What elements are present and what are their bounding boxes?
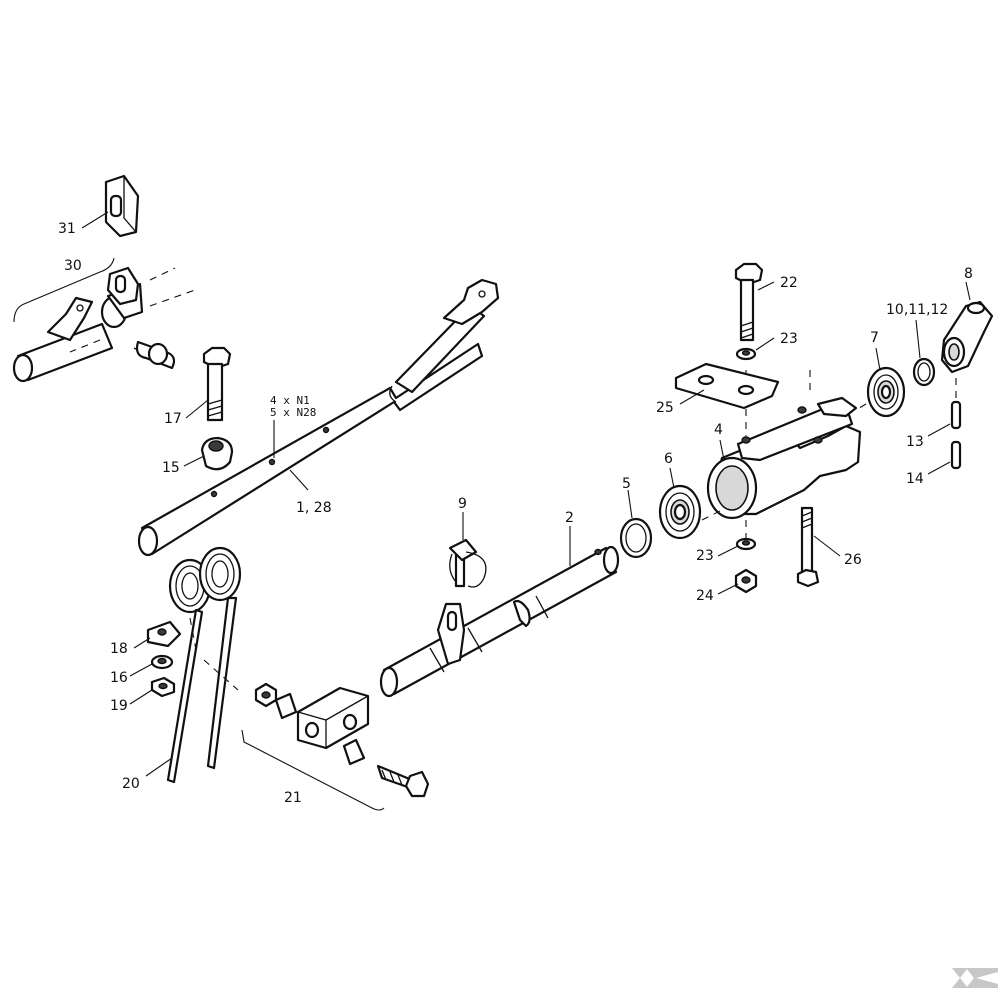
- label-1-28: 1, 28: [296, 500, 332, 516]
- part-1-28-main-pipe[interactable]: [137, 278, 500, 557]
- label-19: 19: [110, 698, 128, 714]
- part-30-assembly[interactable]: [12, 266, 196, 383]
- part-7-bearing[interactable]: [866, 366, 906, 418]
- label-8: 8: [964, 266, 973, 282]
- part-13-pin[interactable]: [950, 400, 962, 430]
- label-14: 14: [906, 471, 924, 487]
- label-26: 26: [844, 552, 862, 568]
- part-23-washer-top[interactable]: [735, 347, 757, 361]
- label-17: 17: [164, 411, 182, 427]
- hole-notes: 4 x N1 5 x N28: [270, 394, 316, 419]
- label-22: 22: [780, 275, 798, 291]
- part-10-11-12-ring[interactable]: [912, 357, 936, 387]
- part-25-plate[interactable]: [674, 362, 780, 410]
- part-31-clip[interactable]: [104, 174, 140, 238]
- part-6-bearing[interactable]: [658, 484, 702, 540]
- label-23-bottom: 23: [696, 548, 714, 564]
- part-17-bolt[interactable]: [202, 346, 232, 422]
- part-2-shaft[interactable]: [379, 545, 620, 698]
- part-20-spring-tines[interactable]: [166, 546, 242, 784]
- label-2: 2: [565, 510, 574, 526]
- note-n1: 4 x N1: [270, 394, 310, 407]
- label-4: 4: [714, 422, 723, 438]
- label-9: 9: [458, 496, 467, 512]
- part-5-ring[interactable]: [619, 517, 653, 559]
- part-15-washer[interactable]: [200, 436, 234, 471]
- label-23-top: 23: [780, 331, 798, 347]
- part-21-clamp-assembly[interactable]: [254, 682, 430, 798]
- leader-lines: [81, 211, 971, 777]
- label-20: 20: [122, 776, 140, 792]
- part-labels: 31 30 17 15 1, 28 18 16 19 20 21 9 2 5 6…: [58, 221, 973, 806]
- label-25: 25: [656, 400, 674, 416]
- part-24-nut[interactable]: [734, 568, 758, 594]
- part-9-lynch-pin[interactable]: [448, 538, 487, 588]
- label-5: 5: [622, 476, 631, 492]
- part-22-bolt[interactable]: [734, 262, 764, 342]
- note-n28: 5 x N28: [270, 406, 316, 419]
- part-16-washer[interactable]: [150, 654, 174, 670]
- part-14-pin[interactable]: [950, 440, 962, 470]
- label-6: 6: [664, 451, 673, 467]
- label-10-11-12: 10,11,12: [886, 302, 948, 318]
- part-18-clamp[interactable]: [146, 620, 182, 648]
- part-19-nut[interactable]: [150, 676, 176, 698]
- label-15: 15: [162, 460, 180, 476]
- lynch-pin-small[interactable]: [133, 340, 176, 370]
- label-13: 13: [906, 434, 924, 450]
- part-8-coupling[interactable]: [940, 300, 994, 374]
- label-7: 7: [870, 330, 879, 346]
- label-30: 30: [64, 258, 82, 274]
- label-18: 18: [110, 641, 128, 657]
- label-21: 21: [284, 790, 302, 806]
- label-24: 24: [696, 588, 714, 604]
- part-26-bolt[interactable]: [796, 506, 820, 588]
- label-31: 31: [58, 221, 76, 237]
- k-arrow-logo-icon: [952, 968, 998, 988]
- part-4-housing[interactable]: [706, 396, 862, 520]
- label-16: 16: [110, 670, 128, 686]
- part-23-washer-bottom[interactable]: [735, 537, 757, 551]
